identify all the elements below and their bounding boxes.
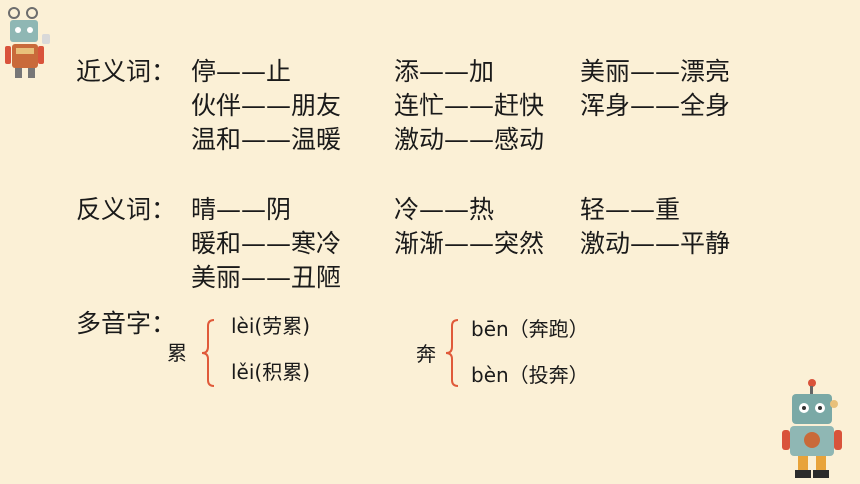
synonym-pair: 停——止: [191, 57, 292, 86]
antonym-pair: 轻——重: [580, 195, 681, 224]
polyphone-reading: lěi(积累): [231, 360, 311, 384]
antonym-pair: 激动——平静: [580, 229, 731, 258]
synonym-pair: 连忙——赶快: [394, 91, 545, 120]
synonyms-label: 近义词：: [76, 57, 177, 86]
synonym-pair: 添——加: [394, 57, 495, 86]
antonym-pair: 暖和——寒冷: [191, 229, 342, 258]
polyphones-label: 多音字：: [76, 309, 177, 338]
synonym-pair: 伙伴——朋友: [191, 91, 342, 120]
brace-icon: [201, 319, 215, 387]
brace-icon: [445, 319, 459, 387]
synonym-pair: 美丽——漂亮: [580, 57, 731, 86]
polyphone-char: 奔: [416, 342, 436, 366]
synonym-pair: 浑身——全身: [580, 91, 731, 120]
antonym-pair: 冷——热: [394, 195, 495, 224]
robot-icon: [782, 379, 842, 478]
antonym-pair: 晴——阴: [191, 195, 292, 224]
polyphone-reading: bèn（投奔）: [471, 363, 589, 387]
polyphone-reading: lèi(劳累): [231, 314, 311, 338]
robot-icon: [5, 7, 50, 78]
polyphone-reading: bēn（奔跑）: [471, 317, 589, 341]
synonym-pair: 温和——温暖: [191, 125, 342, 154]
antonyms-label: 反义词：: [76, 195, 177, 224]
antonym-pair: 渐渐——突然: [394, 229, 545, 258]
antonym-pair: 美丽——丑陋: [191, 263, 342, 292]
synonym-pair: 激动——感动: [394, 125, 545, 154]
polyphone-char: 累: [167, 341, 187, 365]
